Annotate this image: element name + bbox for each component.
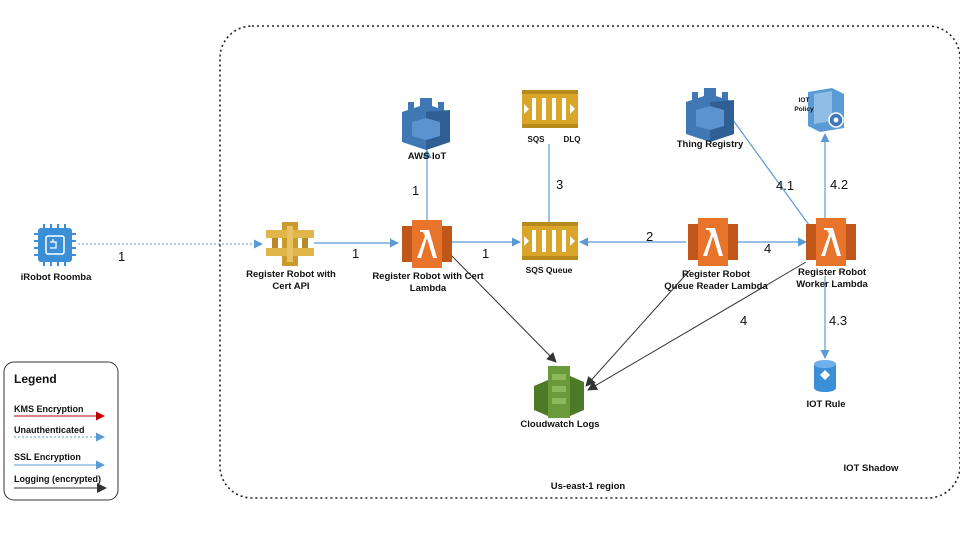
edge-label-sqs-dlq: 3	[556, 177, 564, 192]
edge-worker-registry	[732, 119, 818, 237]
iot-shadow-label: IOT Shadow	[843, 463, 899, 474]
edge-label-worker-logs: 4	[740, 313, 748, 328]
edge-label-roomba-api: 1	[118, 249, 126, 264]
edge-label-lambda-sqs: 1	[482, 246, 490, 261]
legend-item-logging: Logging (encrypted)	[14, 474, 101, 484]
sqs-icon	[522, 90, 578, 128]
queue-reader-label-line1: Register Robot	[681, 269, 751, 280]
worker-label-line1: Register Robot	[797, 267, 867, 278]
region-label: Us-east-1 region	[550, 481, 626, 492]
cloudwatch-label: Cloudwatch Logs	[520, 419, 600, 430]
edge-label-api-lambda: 1	[352, 246, 360, 261]
chip-icon	[34, 224, 76, 266]
edge-label-reader-worker: 4	[764, 241, 772, 256]
edges	[78, 119, 830, 391]
aws-iot-icon	[402, 98, 450, 150]
api-label-line2: Cert API	[272, 281, 310, 292]
api-label-line1: Register Robot with	[246, 269, 336, 280]
sqs-dlq-label-left: SQS	[527, 135, 545, 144]
edge-worker-logs	[587, 261, 807, 391]
edge-label-worker-policy: 4.2	[830, 177, 849, 192]
legend-title: Legend	[14, 372, 57, 386]
iot-rule-icon	[814, 360, 836, 392]
legend-item-unauth: Unauthenticated	[14, 425, 85, 435]
thing-registry-label: Thing Registry	[676, 139, 744, 150]
edge-lambda-logs	[445, 249, 557, 363]
legend-item-ssl: SSL Encryption	[14, 452, 81, 462]
edge-label-worker-rule: 4.3	[829, 313, 848, 328]
edge-label-reader-sqs: 2	[646, 229, 654, 244]
iot-policy-icon	[808, 88, 844, 132]
worker-label-line2: Worker Lambda	[796, 279, 868, 290]
lambda-icon	[806, 218, 856, 266]
sqs-queue-label: SQS Queue	[525, 265, 573, 275]
reg-lambda-label-line1: Register Robot with Cert	[372, 271, 484, 282]
legend-item-kms: KMS Encryption	[14, 404, 84, 414]
iot-policy-label-line2: Policy	[794, 106, 814, 113]
queue-reader-label-line2: Queue Reader Lambda	[664, 281, 768, 292]
reg-lambda-label-line2: Lambda	[409, 283, 447, 294]
iot-rule-label: IOT Rule	[806, 399, 846, 410]
edge-label-lambda-iot: 1	[412, 183, 420, 198]
thing-registry-icon	[686, 88, 734, 142]
lambda-icon	[688, 218, 738, 266]
iot-policy-label-line1: IOT	[798, 97, 810, 104]
aws-iot-label: AWS IoT	[407, 151, 447, 162]
roomba-label: iRobot Roomba	[20, 272, 92, 283]
edge-label-worker-registry: 4.1	[776, 178, 795, 193]
api-gateway-icon	[266, 222, 314, 266]
edge-reader-logs	[585, 269, 691, 387]
sqs-dlq-label-right: DLQ	[563, 135, 581, 144]
sqs-icon	[522, 222, 578, 260]
lambda-icon	[402, 220, 452, 268]
cloudwatch-icon	[534, 366, 584, 418]
